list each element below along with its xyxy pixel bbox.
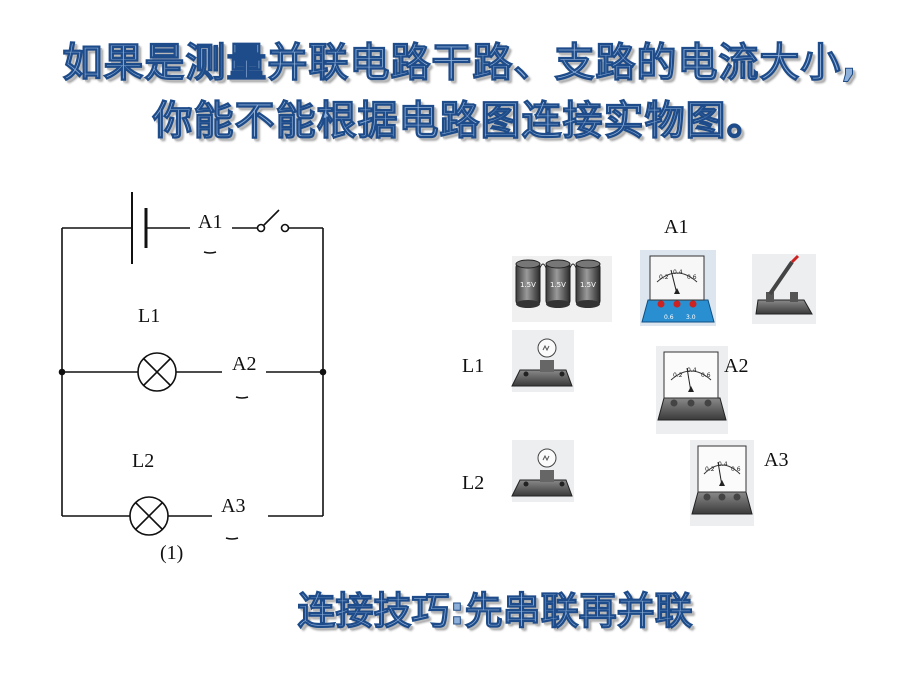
ammeter-a1-symbol (203, 251, 217, 254)
title-line-2: 你能不能根据电路图连接实物图。 (152, 98, 768, 145)
lamp-l2-device (511, 440, 574, 502)
switch-contact-right (280, 223, 290, 233)
svg-text:0.6: 0.6 (701, 372, 711, 379)
ammeter-a2-symbol (235, 396, 249, 399)
battery-cell-3: 1.5V (575, 259, 601, 308)
label-a2: A2 (232, 353, 256, 375)
svg-text:0.6: 0.6 (664, 314, 674, 321)
svg-text:1.5V: 1.5V (580, 281, 596, 289)
title-line-1: 如果是测量并联电路干路、支路的电流大小, (62, 40, 858, 87)
battery-cell-1: 1.5V (515, 259, 541, 308)
ammeter-a2-device: 0.2 0.4 0.6 (656, 346, 728, 434)
svg-text:0.2: 0.2 (705, 466, 715, 473)
lamp-l1-symbol (137, 352, 177, 392)
label-a1: A1 (198, 211, 222, 233)
svg-text:1.5V: 1.5V (520, 281, 536, 289)
label-a3: A3 (221, 495, 245, 517)
physical-label-a1: A1 (664, 216, 688, 238)
svg-text:0.6: 0.6 (687, 274, 697, 281)
svg-text:1.5V: 1.5V (550, 281, 566, 289)
ammeter-a3-device: 0.2 0.4 0.6 (690, 440, 754, 526)
physical-label-a2: A2 (724, 355, 748, 377)
battery-pack: 1.5V 1.5V 1.5V (512, 256, 612, 322)
svg-text:0.2: 0.2 (659, 274, 669, 281)
svg-text:0.4: 0.4 (687, 367, 697, 374)
svg-text:3.0: 3.0 (686, 314, 696, 321)
junction-right (319, 368, 327, 376)
physical-label-a3: A3 (764, 449, 788, 471)
switch-lever (262, 209, 280, 227)
connection-tip: 连接技巧:先串联再并联 (297, 589, 693, 634)
knife-switch-device (752, 254, 816, 324)
switch-contact-left (256, 223, 266, 233)
svg-text:0.2: 0.2 (673, 372, 683, 379)
label-figure-number: (1) (160, 542, 183, 564)
svg-text:0.4: 0.4 (673, 269, 683, 276)
label-l1: L1 (138, 305, 160, 327)
battery-cell-2: 1.5V (545, 259, 571, 308)
junction-left (58, 368, 66, 376)
svg-text:0.4: 0.4 (718, 461, 728, 468)
lamp-l1-device (511, 330, 574, 392)
label-l2: L2 (132, 450, 154, 472)
ammeter-a1-device: 0.2 0.4 0.6 0.6 3.0 (640, 250, 716, 326)
physical-label-l1: L1 (462, 355, 484, 377)
lamp-l2-symbol (129, 496, 169, 536)
physical-label-l2: L2 (462, 472, 484, 494)
svg-text:0.6: 0.6 (731, 466, 741, 473)
circuit-diagram (58, 192, 327, 540)
ammeter-a3-symbol (225, 537, 239, 540)
